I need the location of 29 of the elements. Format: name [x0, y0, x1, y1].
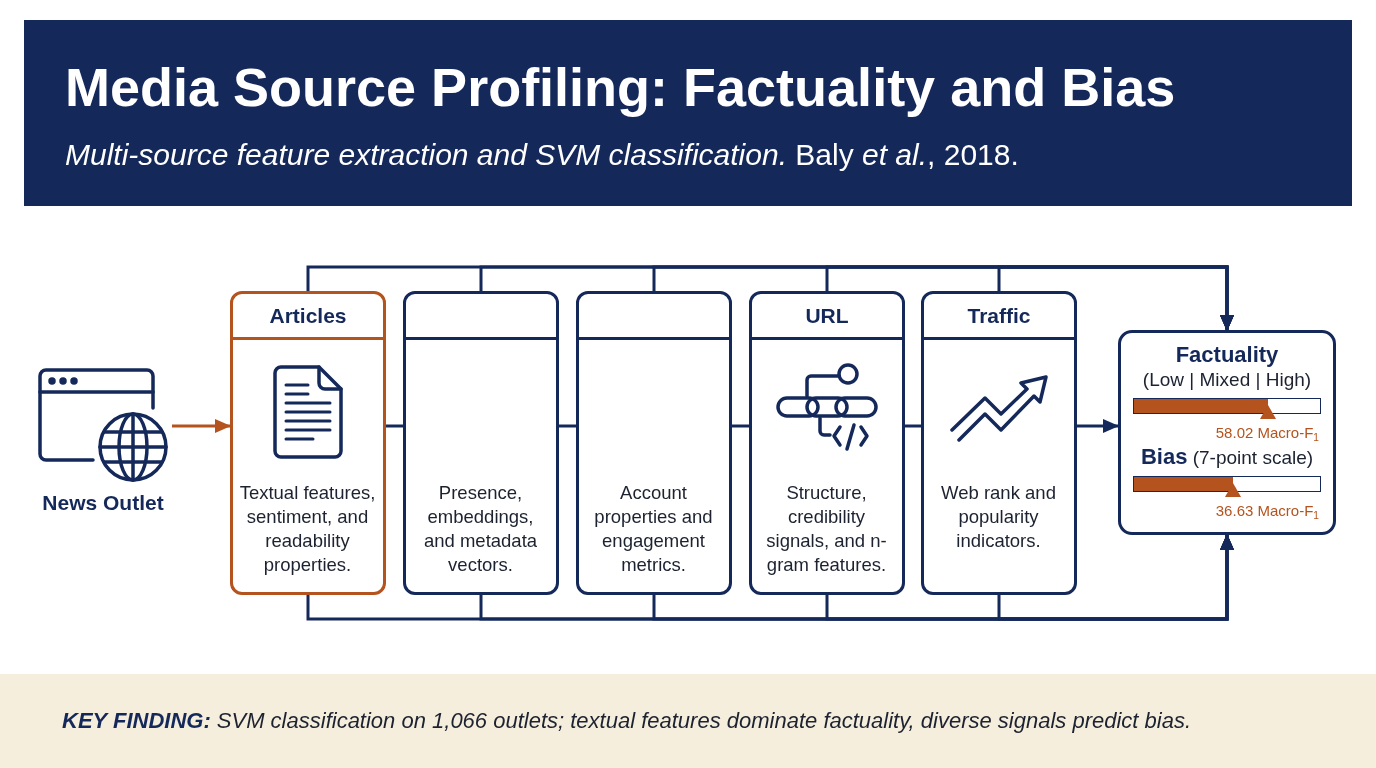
key-finding-text: KEY FINDING: SVM classification on 1,066 outlets; textual features dominate factuality, diverse signals predict bias. — [62, 707, 1192, 735]
score-label: 58.02 Macro-F$_{1}$ — [1215, 423, 1319, 443]
card-description: Textual features, sentiment, and readability properties. — [238, 481, 377, 577]
card-description: Structure, credibility signals, and n-gram features. — [765, 481, 888, 577]
connector-line — [386, 424, 403, 428]
source-card — [230, 291, 386, 595]
card-description: Presence, embeddings, and metadata vectors. — [422, 481, 539, 577]
node-label: News Outlet — [42, 490, 164, 516]
connector-line — [732, 424, 749, 428]
connector-line — [559, 424, 576, 428]
card-title: Articles — [269, 302, 347, 329]
arrow — [1077, 419, 1119, 433]
source-card — [576, 291, 732, 595]
card-title: URL — [805, 302, 849, 329]
source-card — [921, 291, 1077, 595]
card-title: Traffic — [967, 302, 1031, 329]
source-card — [403, 291, 559, 595]
subtitle: Multi-source feature extraction and SVM classification. Baly et al., 2018. — [65, 137, 1019, 173]
connector-line — [905, 424, 921, 428]
panel-subheading: (Low | Mixed | High) — [1142, 368, 1312, 392]
card-description: Web rank and popularity indicators. — [940, 481, 1057, 553]
score-label: 36.63 Macro-F$_{1}$ — [1215, 501, 1319, 521]
output-panel — [1118, 330, 1336, 535]
diagram-title: Media Source Profiling: Factuality and Bias — [65, 56, 1176, 119]
arrow — [172, 419, 231, 433]
source-card — [749, 291, 905, 595]
panel-heading: Bias (7-point scale) — [1140, 443, 1314, 471]
card-description: Account properties and engagement metrics. — [593, 481, 714, 577]
panel-heading: Factuality — [1175, 342, 1279, 368]
